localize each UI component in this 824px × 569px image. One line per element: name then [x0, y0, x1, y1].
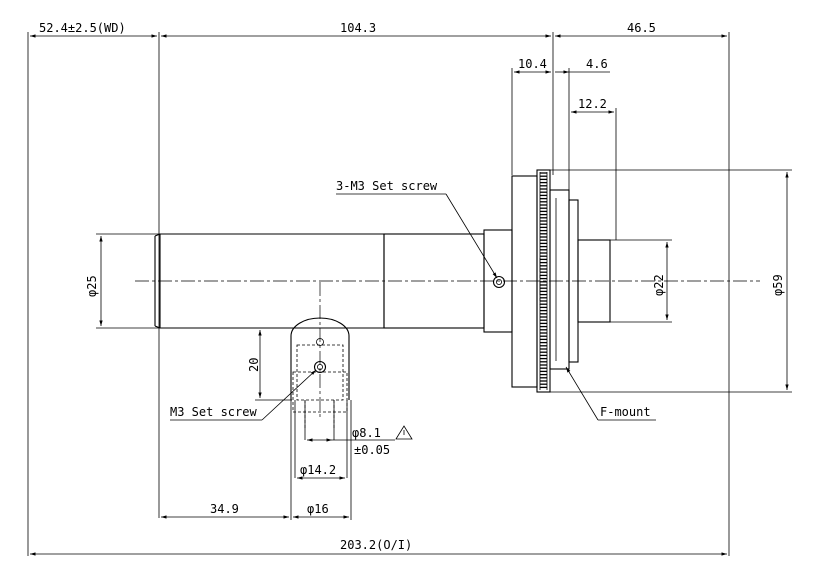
center-lines	[135, 258, 760, 418]
port-dia-label: φ22	[652, 274, 666, 296]
post-height-label: 20	[247, 358, 261, 372]
dimension-labels: 52.4±2.5(WD) 104.3 46.5 10.4 4.6 12.2 φ2…	[39, 21, 785, 552]
flange-b-label: 4.6	[586, 57, 608, 71]
post-inner-label: φ14.2	[300, 463, 336, 477]
set-screw-3-label: 3-M3 Set screw	[336, 179, 438, 193]
post-offset-label: 34.9	[210, 502, 239, 516]
flange-a-label: 10.4	[518, 57, 547, 71]
tube-dia-label: φ25	[85, 275, 99, 297]
lens-length-label: 104.3	[340, 21, 376, 35]
flange-c-label: 12.2	[578, 97, 607, 111]
knurl-ticks	[540, 172, 547, 389]
f-mount-label: F-mount	[600, 405, 651, 419]
tolerance-triangle-icon	[395, 425, 413, 440]
leader-lines	[170, 193, 656, 421]
set-screw-label: M3 Set screw	[170, 405, 257, 419]
housing-dia-label: φ59	[771, 274, 785, 296]
dimension-lines	[30, 34, 789, 556]
mount-length-label: 46.5	[627, 21, 656, 35]
wd-label: 52.4±2.5(WD)	[39, 21, 126, 35]
total-length-label: 203.2(O/I)	[340, 538, 412, 552]
post-outer-label: φ16	[307, 502, 329, 516]
hole-dia-label: φ8.1	[352, 426, 381, 440]
extension-lines	[27, 32, 792, 556]
hole-tol-label: ±0.05	[354, 443, 390, 457]
lens-body	[154, 169, 611, 393]
mounting-post	[290, 275, 506, 430]
